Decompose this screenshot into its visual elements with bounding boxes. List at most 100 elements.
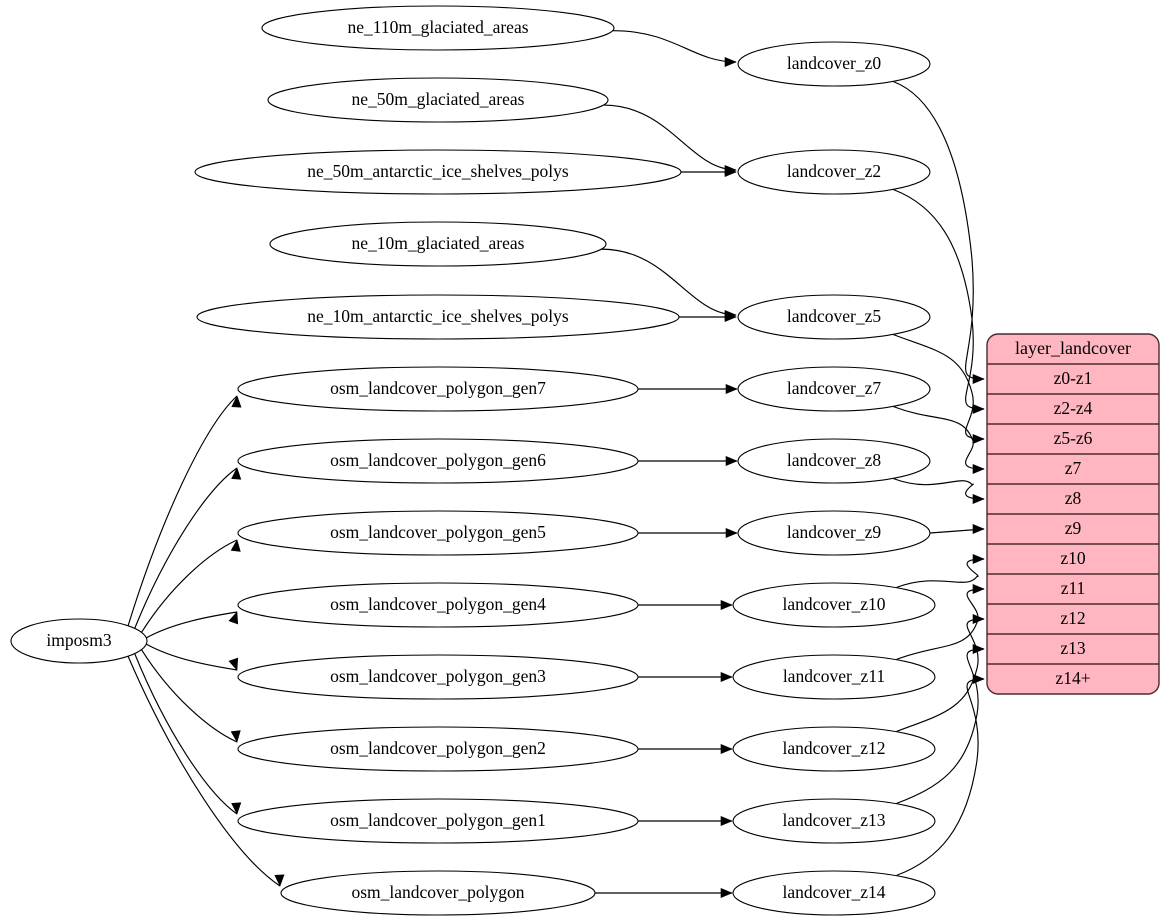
edge-imposm3-to-gen1 (134, 653, 238, 815)
osm-source-node-gen0[interactable]: osm_landcover_polygon (280, 870, 596, 916)
edge-lc_z7-to-table-z7 (893, 406, 985, 470)
edge-lc_z12-to-table-z12 (896, 618, 985, 732)
node-shape (261, 5, 615, 51)
landcover-node-lc_z12[interactable]: landcover_z12 (732, 726, 936, 772)
landcover-node-lc_z14[interactable]: landcover_z14 (732, 870, 936, 916)
osm-source-node-gen7[interactable]: osm_landcover_polygon_gen7 (237, 366, 639, 412)
edge-arrowhead (720, 599, 733, 611)
table-row-z12[interactable]: z12 (1060, 608, 1085, 628)
table-row-z11[interactable]: z11 (1061, 578, 1086, 598)
landcover-node-lc_z5[interactable]: landcover_z5 (737, 294, 931, 340)
natural-earth-node-ne50ga[interactable]: ne_50m_glaciated_areas (267, 77, 609, 123)
landcover-node-lc_z8[interactable]: landcover_z8 (737, 438, 931, 484)
osm-source-node-gen3[interactable]: osm_landcover_polygon_gen3 (237, 654, 639, 700)
node-shape (737, 294, 931, 340)
node-label: landcover_z10 (782, 594, 885, 614)
node-label: imposm3 (46, 630, 111, 650)
edge-arrowhead (972, 523, 985, 535)
node-label: landcover_z8 (787, 450, 882, 470)
node-label: landcover_z7 (787, 378, 882, 398)
node-label: osm_landcover_polygon_gen1 (330, 810, 546, 830)
edge-arrowhead (231, 467, 242, 480)
node-label: osm_landcover_polygon_gen5 (330, 522, 546, 542)
node-label: osm_landcover_polygon_gen6 (330, 450, 546, 470)
edge-arrowhead (972, 613, 985, 625)
edge-arrowhead (724, 166, 737, 178)
node-shape (737, 510, 931, 556)
table-row-z9[interactable]: z9 (1065, 518, 1082, 538)
natural-earth-node-ne50aisp[interactable]: ne_50m_antarctic_ice_shelves_polys (194, 149, 682, 195)
table-row-z7[interactable]: z7 (1065, 458, 1082, 478)
edge-imposm3-to-gen0 (127, 656, 281, 887)
table-row-z14+[interactable]: z14+ (1055, 668, 1090, 688)
edge-arrowhead (724, 311, 737, 323)
node-shape (732, 870, 936, 916)
natural-earth-node-ne10aisp[interactable]: ne_10m_antarctic_ice_shelves_polys (196, 294, 680, 340)
edge-imposm3-to-gen4 (146, 611, 238, 639)
edge-ne110ga-to-lc_z0 (612, 30, 737, 63)
node-label: osm_landcover_polygon_gen7 (330, 378, 546, 398)
layer-landcover-table-group[interactable]: layer_landcover z0-z1 z2-z4 z5-z6 z7 z8 z9 z10 z… (986, 333, 1160, 695)
edge-imposm3-to-gen6 (134, 467, 238, 629)
osm-source-node-gen6[interactable]: osm_landcover_polygon_gen6 (237, 438, 639, 484)
node-label: osm_landcover_polygon_gen3 (330, 666, 546, 686)
node-label: landcover_z9 (787, 522, 882, 542)
edge-arrowhead (972, 553, 985, 565)
node-label: ne_10m_antarctic_ice_shelves_polys (307, 306, 569, 326)
source-node-imposm3[interactable]: imposm3 (10, 618, 148, 664)
edge-lc_z13-to-table-z13 (896, 648, 985, 804)
edge-arrowhead (725, 383, 738, 395)
node-label: landcover_z2 (787, 161, 881, 181)
table-row-z2-z4[interactable]: z2-z4 (1054, 398, 1093, 418)
table-row-z10[interactable]: z10 (1060, 548, 1086, 568)
node-shape (237, 510, 639, 556)
landcover-node-lc_z11[interactable]: landcover_z11 (732, 654, 936, 700)
osm-source-node-gen4[interactable]: osm_landcover_polygon_gen4 (237, 582, 639, 628)
edge-arrowhead (972, 463, 985, 475)
edge-ne10ga-to-lc_z5 (601, 248, 737, 316)
landcover-node-lc_z13[interactable]: landcover_z13 (732, 798, 936, 844)
node-shape (732, 726, 936, 772)
edge-arrowhead (972, 373, 985, 385)
edge-arrowhead (725, 455, 738, 467)
edge-arrowhead (725, 527, 738, 539)
osm-source-node-gen5[interactable]: osm_landcover_polygon_gen5 (237, 510, 639, 556)
edge-layer (127, 30, 985, 899)
edge-arrowhead (230, 539, 241, 552)
node-label: ne_110m_glaciated_areas (347, 17, 528, 37)
natural-earth-node-ne110ga[interactable]: ne_110m_glaciated_areas (261, 5, 615, 51)
edge-imposm3-to-gen5 (141, 539, 238, 633)
layer-landcover-table[interactable]: layer_landcover z0-z1 z2-z4 z5-z6 z7 z8 z9 z10 z… (986, 333, 1160, 695)
osm-source-node-gen1[interactable]: osm_landcover_polygon_gen1 (237, 798, 639, 844)
node-label: osm_landcover_polygon (351, 882, 524, 902)
node-shape (737, 149, 931, 195)
edge-arrowhead (720, 743, 733, 755)
edge-arrowhead (228, 611, 239, 625)
edge-lc_z5-to-table-z5-z6 (893, 334, 985, 440)
landcover-node-lc_z0[interactable]: landcover_z0 (737, 41, 931, 87)
landcover-node-lc_z9[interactable]: landcover_z9 (737, 510, 931, 556)
node-shape (737, 41, 931, 87)
edge-arrowhead (230, 730, 241, 743)
table-row-z13[interactable]: z13 (1060, 638, 1086, 658)
edge-arrowhead (720, 815, 733, 827)
node-shape (237, 582, 639, 628)
edge-arrowhead (972, 403, 985, 415)
table-row-z0-z1[interactable]: z0-z1 (1054, 368, 1093, 388)
landcover-node-lc_z2[interactable]: landcover_z2 (737, 149, 931, 195)
landcover-node-lc_z7[interactable]: landcover_z7 (737, 366, 931, 412)
table-row-z5-z6[interactable]: z5-z6 (1054, 428, 1093, 448)
table-row-z8[interactable]: z8 (1065, 488, 1082, 508)
node-label: osm_landcover_polygon_gen2 (330, 738, 546, 758)
osm-source-node-gen2[interactable]: osm_landcover_polygon_gen2 (237, 726, 639, 772)
node-label: landcover_z11 (783, 666, 885, 686)
edge-arrowhead (720, 887, 733, 899)
edge-arrowhead (972, 493, 985, 505)
table-header-label: layer_landcover (1015, 338, 1131, 358)
natural-earth-node-ne10ga[interactable]: ne_10m_glaciated_areas (269, 221, 607, 267)
node-shape (196, 294, 680, 340)
landcover-node-lc_z10[interactable]: landcover_z10 (732, 582, 936, 628)
edge-lc_z2-to-table-z2-z4 (893, 189, 985, 410)
node-label: ne_50m_antarctic_ice_shelves_polys (307, 161, 569, 181)
